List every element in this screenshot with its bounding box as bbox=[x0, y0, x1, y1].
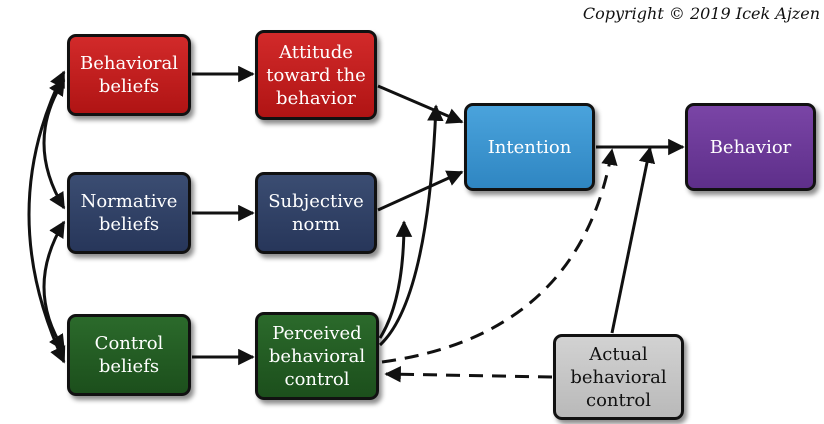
dashed-arrow-actual-control-to-perceived-control bbox=[384, 366, 553, 383]
control-beliefs-box: Control beliefs bbox=[67, 314, 191, 396]
intention-label: Intention bbox=[487, 136, 572, 158]
correlation-arc-normative-control bbox=[42, 220, 66, 352]
behavior-box: Behavior bbox=[685, 103, 816, 191]
arrow-perceived-control-to-subjective-norm-link bbox=[378, 220, 413, 339]
normative-beliefs-label: Normative beliefs bbox=[80, 191, 178, 235]
arrow-subjective-norm-to-intention bbox=[377, 170, 464, 212]
attitude-label: Attitude toward the behavior bbox=[266, 41, 366, 109]
actual-control-box: Actual behavioral control bbox=[553, 334, 684, 420]
correlation-arc-behavioral-normative bbox=[42, 78, 66, 210]
behavior-label: Behavior bbox=[709, 136, 792, 158]
dashed-arrow-perceived-control-to-behavior-link bbox=[381, 148, 618, 364]
behavioral-beliefs-label: Behavioral beliefs bbox=[79, 53, 179, 97]
subjective-norm-label: Subjective norm bbox=[268, 191, 364, 235]
actual-control-label: Actual behavioral control bbox=[570, 343, 667, 411]
copyright-text: Copyright © 2019 Icek Ajzen bbox=[582, 4, 820, 23]
arrow-perceived-control-to-intention bbox=[378, 104, 444, 347]
behavioral-beliefs-box: Behavioral beliefs bbox=[67, 34, 191, 116]
correlation-arc-behavioral-control bbox=[27, 70, 66, 364]
normative-beliefs-box: Normative beliefs bbox=[67, 172, 191, 254]
arrow-attitude-to-intention bbox=[377, 84, 464, 124]
control-beliefs-label: Control beliefs bbox=[94, 333, 164, 377]
subjective-norm-box: Subjective norm bbox=[255, 172, 377, 254]
attitude-box: Attitude toward the behavior bbox=[255, 30, 377, 120]
perceived-control-label: Perceived behavioral control bbox=[268, 322, 366, 390]
arrow-actual-control-to-behavior-link bbox=[610, 146, 656, 334]
intention-box: Intention bbox=[464, 103, 595, 191]
perceived-control-box: Perceived behavioral control bbox=[255, 312, 379, 400]
